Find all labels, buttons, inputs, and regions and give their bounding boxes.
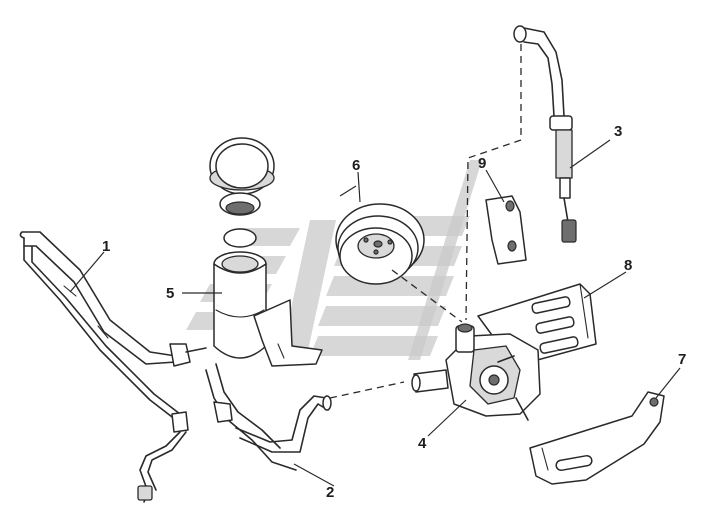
- small-bracket-icon: [485, 195, 527, 265]
- leader-lines: [69, 139, 681, 487]
- callout-3: 3: [614, 123, 622, 140]
- support-bracket-icon: [529, 391, 665, 485]
- callout-6: 6: [352, 157, 360, 174]
- callout-2: 2: [326, 484, 334, 501]
- oil-reservoir-icon: [209, 137, 323, 367]
- callout-5: 5: [166, 285, 174, 302]
- return-pipe-icon: [19, 231, 207, 503]
- callout-9: 9: [478, 155, 486, 172]
- callout-7: 7: [678, 351, 686, 368]
- callout-8: 8: [624, 257, 632, 274]
- callout-1: 1: [102, 238, 110, 255]
- callout-labels: 1 2 3 4 5 6 7 8 9: [102, 123, 686, 501]
- pressure-hose-icon: [465, 25, 577, 321]
- callout-4: 4: [418, 435, 427, 452]
- pulley-icon: [335, 185, 463, 323]
- suction-hose-icon: [205, 363, 405, 471]
- steering-pump-icon: [411, 323, 541, 421]
